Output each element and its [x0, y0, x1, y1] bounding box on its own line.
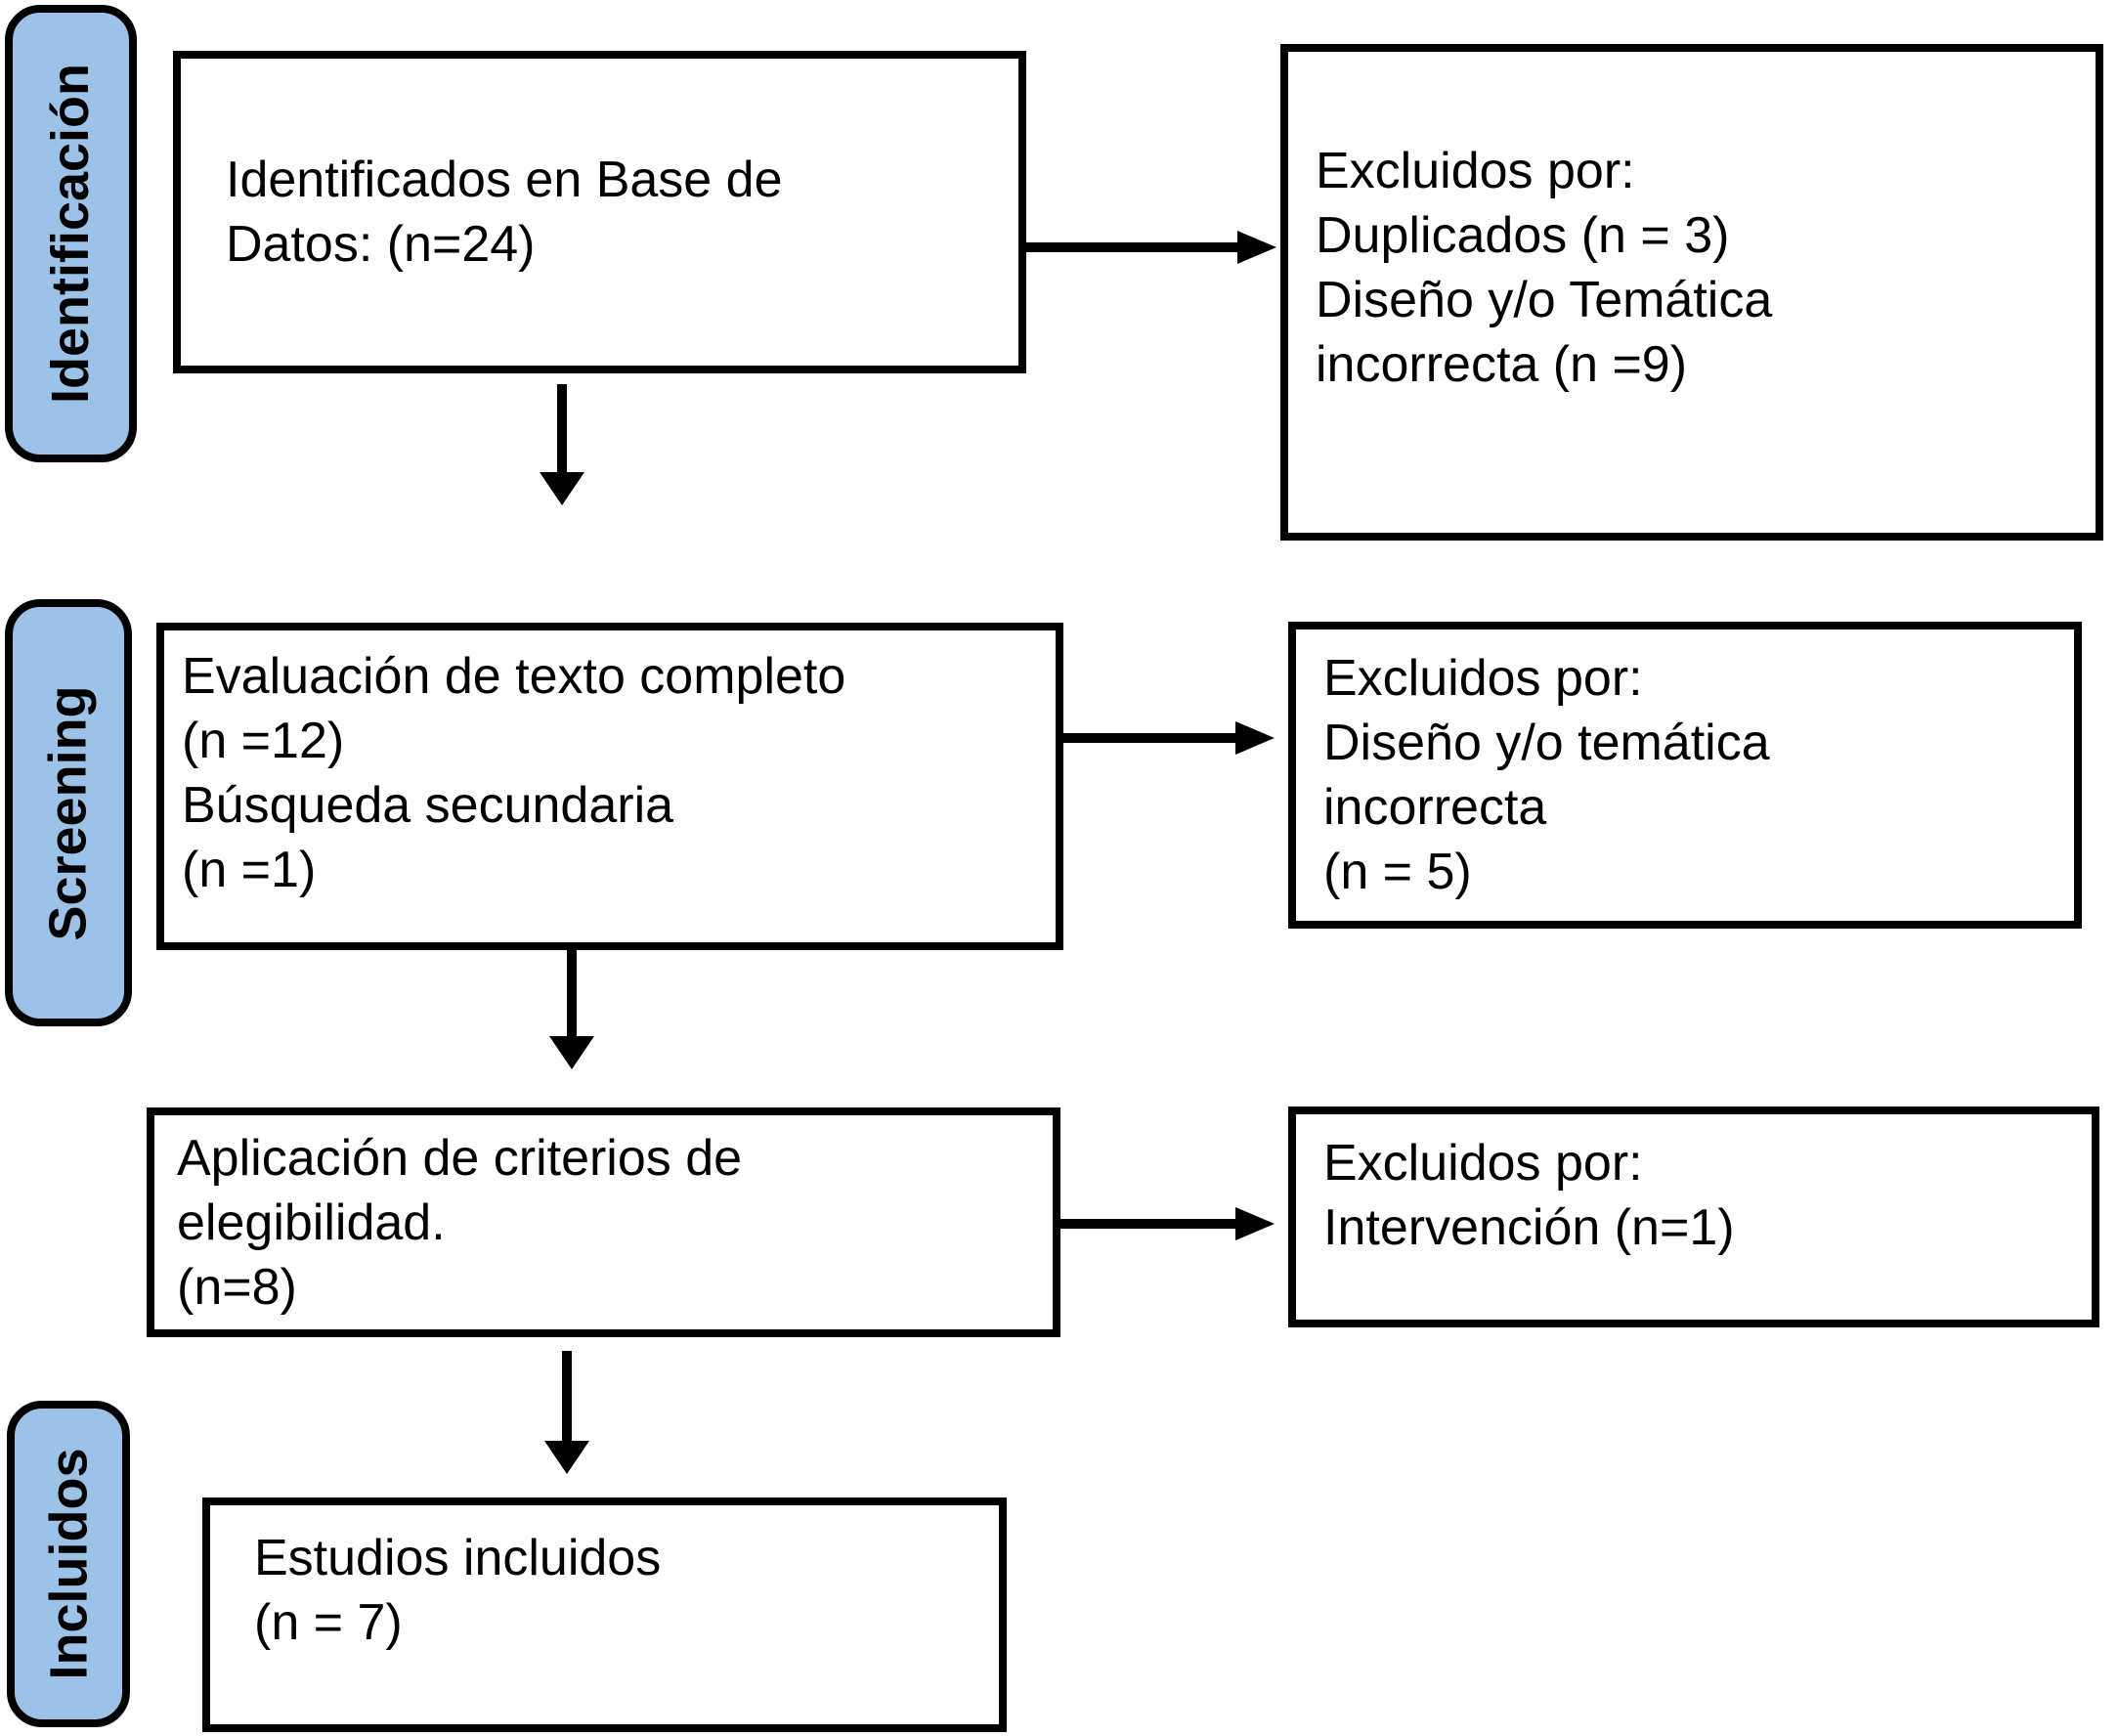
arrow-down-3-icon — [544, 1441, 589, 1474]
box-text-line: Excluidos por: — [1316, 143, 1635, 199]
exclusion-box-screening: Excluidos por: Diseño y/o temática incor… — [1288, 622, 2082, 929]
stage-label-screening: Screening — [5, 599, 132, 1026]
arrow-right-1-icon — [1237, 231, 1276, 264]
arrow-down-1-icon — [540, 472, 584, 505]
flow-box-identified-records: Identificados en Base de Datos: (n=24) — [173, 51, 1026, 373]
arrow-right-3-shaft — [1060, 1219, 1239, 1229]
box-text-line: Duplicados (n = 3) — [1316, 207, 1730, 264]
box-text-line: Datos: (n=24) — [226, 216, 536, 273]
box-text-line: incorrecta — [1323, 779, 1547, 836]
box-text-line: (n=8) — [177, 1258, 297, 1316]
stage-label-text: Incluidos — [39, 1448, 99, 1680]
flow-box-fulltext-evaluation: Evaluación de texto completo (n =12) Bús… — [156, 623, 1063, 950]
box-text-line: (n = 5) — [1323, 844, 1472, 900]
box-text-line: Excluidos por: — [1323, 1134, 1643, 1192]
box-text-line: Diseño y/o Temática — [1316, 272, 1773, 328]
exclusion-box-eligibility: Excluidos por: Intervención (n=1) — [1288, 1107, 2099, 1327]
box-text-line: (n = 7) — [254, 1594, 403, 1651]
box-text-line: Identificados en Base de — [226, 152, 783, 208]
box-text-line: Intervención (n=1) — [1323, 1198, 1735, 1256]
box-text-line: Evaluación de texto completo — [182, 647, 846, 705]
flow-box-eligibility-criteria: Aplicación de criterios de elegibilidad.… — [147, 1107, 1060, 1337]
box-text-line: Estudios incluidos — [254, 1530, 662, 1586]
arrow-down-2-icon — [549, 1036, 594, 1069]
arrow-down-1-shaft — [557, 384, 567, 474]
stage-label-incluidos: Incluidos — [7, 1401, 130, 1727]
exclusion-box-identification: Excluidos por: Duplicados (n = 3) Diseño… — [1280, 44, 2103, 541]
box-text-line: (n =1) — [182, 841, 317, 898]
box-text-line: incorrecta (n =9) — [1316, 336, 1688, 393]
arrow-right-2-icon — [1235, 721, 1275, 755]
box-text-line: elegibilidad. — [177, 1194, 446, 1251]
arrow-right-1-shaft — [1026, 242, 1241, 252]
flow-box-included-studies: Estudios incluidos (n = 7) — [202, 1497, 1007, 1732]
stage-label-text: Identificación — [41, 63, 101, 405]
box-text-line: Búsqueda secundaria — [182, 776, 674, 834]
box-text-line: Excluidos por: — [1323, 650, 1643, 707]
stage-label-text: Screening — [39, 684, 98, 941]
box-text-line: Diseño y/o temática — [1323, 715, 1770, 771]
arrow-right-2-shaft — [1063, 733, 1239, 743]
box-text-line: (n =12) — [182, 712, 345, 769]
arrow-down-3-shaft — [562, 1351, 572, 1443]
stage-label-identificacion: Identificación — [5, 5, 137, 462]
box-text-line: Aplicación de criterios de — [177, 1129, 743, 1187]
arrow-down-2-shaft — [567, 950, 577, 1038]
arrow-right-3-icon — [1235, 1207, 1275, 1240]
